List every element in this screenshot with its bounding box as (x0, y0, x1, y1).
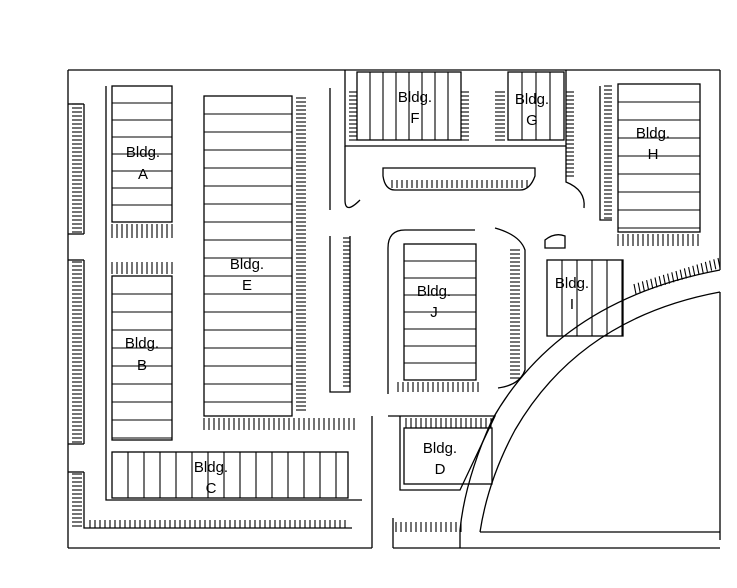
center-road-curb-2 (344, 146, 361, 209)
island-i-curb (544, 234, 566, 249)
parking-stall (704, 261, 708, 273)
bldg-i-letter: I (570, 296, 574, 313)
bldg-j-label: Bldg. (417, 283, 451, 300)
bldg-b-letter: B (137, 357, 147, 374)
curved-road-inner (479, 291, 721, 533)
parking-stall (692, 265, 696, 276)
bldg-i-footprint (546, 259, 624, 337)
bldg-d-label: Bldg. (423, 440, 457, 457)
parking-stall (688, 266, 692, 278)
building-outlines (111, 71, 701, 499)
bldg-j-letter: J (430, 304, 438, 321)
parking-stall (675, 270, 679, 282)
parking-stall (671, 272, 675, 283)
parking-stall (633, 283, 637, 295)
parking-stall (709, 260, 713, 271)
bldg-a-label: Bldg. (126, 144, 160, 161)
center-road-curb (344, 70, 567, 147)
bldg-c-letter: C (206, 480, 217, 497)
parking-stall (667, 273, 671, 284)
parking-stall (641, 281, 645, 292)
parking-stall (650, 278, 654, 289)
road-east-curb (565, 146, 585, 209)
bldg-h-footprint (617, 83, 701, 233)
left-curb (105, 86, 362, 501)
center-island (382, 167, 536, 191)
parking-stall (637, 282, 641, 293)
left-drive-inner-3 (83, 472, 352, 529)
parking-stall (658, 276, 662, 287)
bldg-a-letter: A (138, 166, 148, 183)
building-labels: Bldg. A Bldg. B Bldg. C Bldg. D Bldg. E … (125, 89, 670, 497)
parking-stall (646, 279, 650, 291)
site-linework (67, 69, 721, 549)
island-right-j (494, 227, 526, 389)
bldg-e-letter: E (242, 277, 252, 294)
parking-stall (717, 257, 721, 269)
parking-stall (700, 263, 704, 274)
bldg-e-footprint (203, 95, 293, 417)
parking-stalls (72, 85, 721, 532)
bldg-h-label: Bldg. (636, 125, 670, 142)
road-south-curb (388, 415, 497, 491)
bldg-e-label: Bldg. (230, 256, 264, 273)
bldg-b-footprint (111, 275, 173, 441)
road-east-curb-2 (599, 86, 612, 221)
bldg-i-label: Bldg. (555, 275, 589, 292)
parking-stall (713, 259, 717, 270)
parking-stall (696, 264, 700, 275)
bldg-g-label: Bldg. (515, 91, 549, 108)
bldg-g-letter: G (526, 112, 538, 129)
bldg-d-footprint (403, 427, 493, 485)
bldg-f-letter: F (410, 110, 419, 127)
parking-stall (679, 269, 683, 280)
bldg-c-footprint (111, 451, 349, 499)
bldg-f-label: Bldg. (398, 89, 432, 106)
island-j-curb (387, 229, 475, 394)
curved-road-outer (459, 269, 721, 531)
parking-stall (662, 274, 666, 286)
bldg-c-label: Bldg. (194, 459, 228, 476)
parking-stall (683, 268, 687, 279)
bldg-h-letter: H (648, 146, 659, 163)
parking-stall (654, 277, 658, 288)
bldg-d-letter: D (435, 461, 446, 478)
bldg-b-label: Bldg. (125, 335, 159, 352)
building-bay-lines (112, 72, 700, 498)
